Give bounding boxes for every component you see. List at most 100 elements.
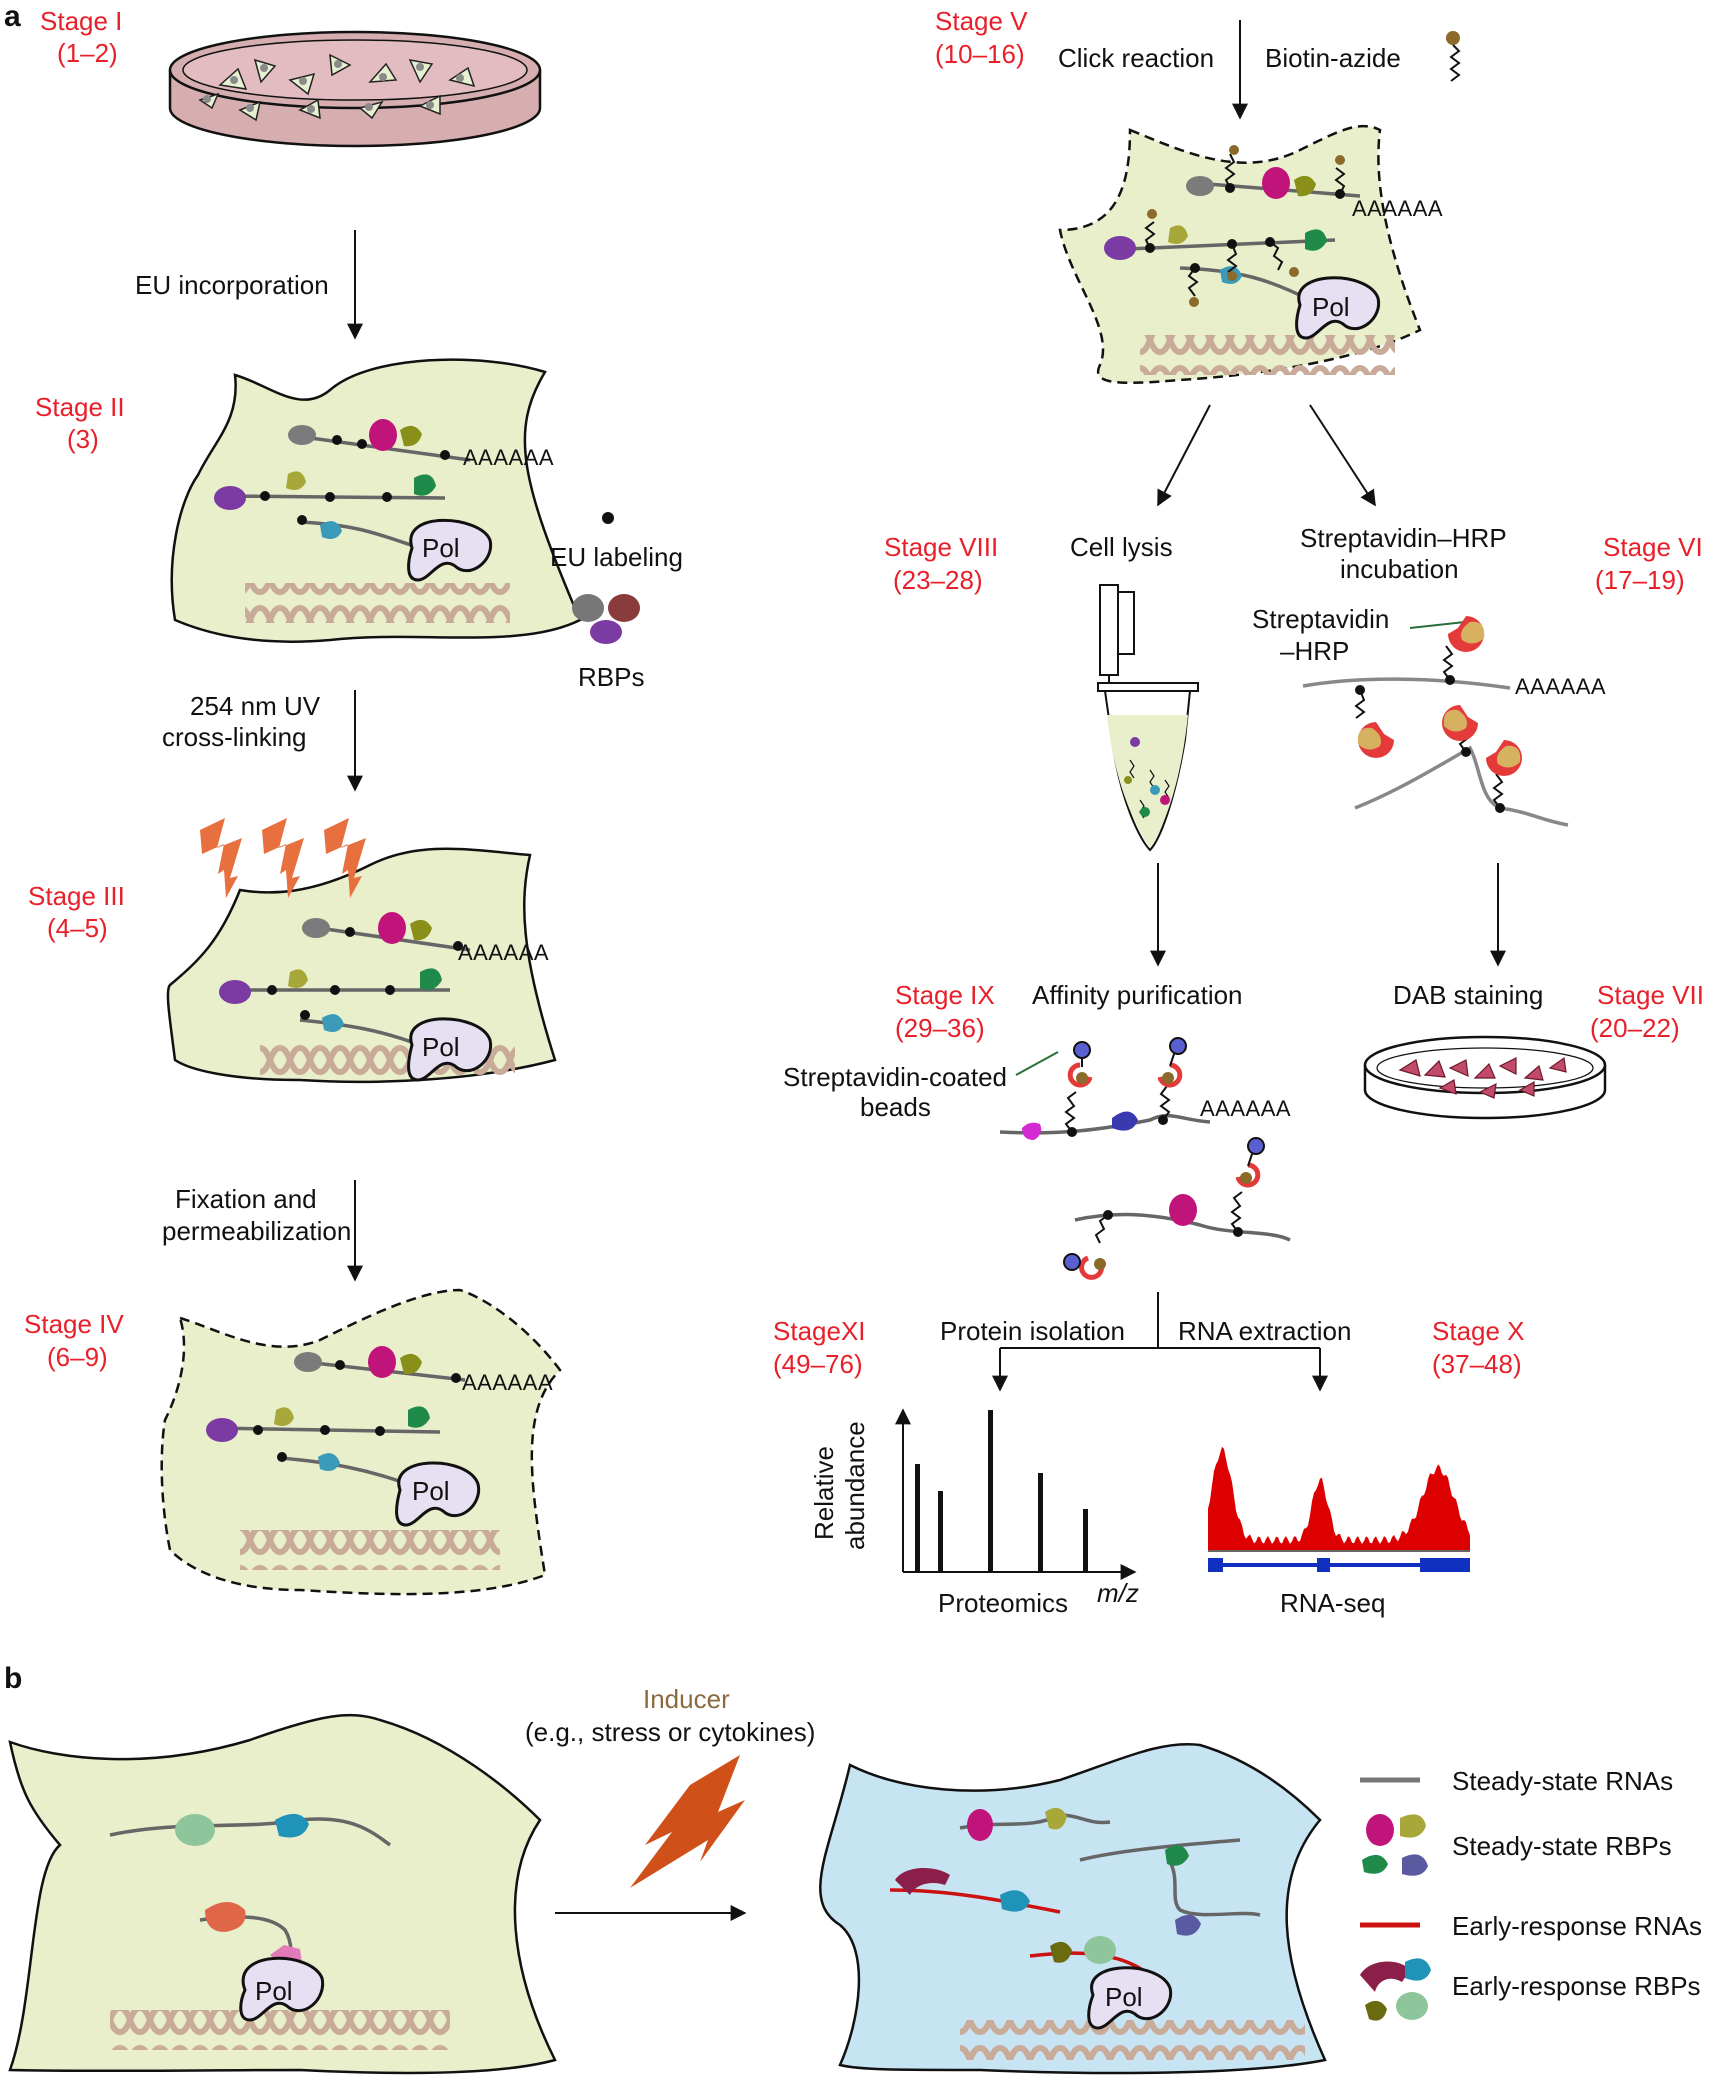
proteomics-xlabel: m/z	[1097, 1578, 1139, 1608]
proteomics-bar	[1038, 1473, 1043, 1572]
rnaseq-label: RNA-seq	[1280, 1588, 1385, 1618]
cell-steady-state: Pol	[8, 1713, 557, 2075]
beads-callout-line	[1015, 1051, 1059, 1076]
stage-11-steps: (49–76)	[773, 1349, 863, 1379]
cell-stage-2: Pol AAAAAA	[170, 358, 582, 643]
step-uv-1: 254 nm UV	[190, 691, 321, 721]
label-beads-b: beads	[860, 1092, 931, 1122]
pol-label-3: Pol	[422, 1032, 460, 1062]
cell-induced: Pol	[819, 1743, 1327, 2075]
polya-label-3: AAAAAA	[458, 940, 549, 965]
proteomics-bar	[988, 1410, 993, 1572]
proteomics-ylabel-1: Relative	[809, 1446, 839, 1540]
stage-3-name: Stage III	[28, 881, 125, 911]
step-strep-hrp-2: incubation	[1340, 554, 1459, 584]
stage-3-steps: (4–5)	[47, 913, 108, 943]
proteomics-plot	[895, 1408, 1137, 1580]
step-rna-extraction: RNA extraction	[1178, 1316, 1351, 1346]
stage-4-name: Stage IV	[24, 1309, 124, 1339]
stage-1-name: Stage I	[40, 6, 122, 36]
step-click-reaction: Click reaction	[1058, 43, 1214, 73]
step-fix-2: permeabilization	[162, 1216, 351, 1246]
stage-10-steps: (37–48)	[1432, 1349, 1522, 1379]
callout-line	[1409, 621, 1466, 629]
legend-early-rbp-swatch	[1360, 1958, 1431, 2021]
proteomics-label: Proteomics	[938, 1588, 1068, 1618]
arrow-lysis	[1157, 404, 1211, 507]
stage-8-name: Stage VIII	[884, 532, 998, 562]
pol-label-4: Pol	[412, 1476, 450, 1506]
stage-7-name: Stage VII	[1597, 980, 1704, 1010]
cell-stage-5: Pol AAAAAA	[1058, 124, 1443, 384]
stage-4-steps: (6–9)	[47, 1342, 108, 1372]
stage-2-name: Stage II	[35, 392, 125, 422]
biotin-azide-icon	[1446, 31, 1461, 82]
stage-11-name: StageXI	[773, 1316, 866, 1346]
rnaseq-track	[1208, 1446, 1470, 1572]
inducer-label: Inducer	[643, 1684, 730, 1714]
affinity-diagram: AAAAAA	[999, 1037, 1291, 1280]
legend-early-rbps: Early-response RBPs	[1452, 1971, 1701, 2001]
cell-stage-3: Pol AAAAAA	[166, 847, 557, 1085]
uv-lightning-icon	[200, 818, 366, 898]
step-strep-hrp-1: Streptavidin–HRP	[1300, 523, 1507, 553]
gene-exon-3	[1420, 1558, 1470, 1572]
stage-8-steps: (23–28)	[893, 565, 983, 595]
inducer-example: (e.g., stress or cytokines)	[525, 1717, 815, 1747]
proteomics-bar	[1083, 1509, 1088, 1572]
gene-exon-1	[1208, 1558, 1223, 1572]
stage-7-steps: (20–22)	[1590, 1013, 1680, 1043]
lysis-tube-icon	[1097, 584, 1199, 852]
legend-early-rnas: Early-response RNAs	[1452, 1911, 1702, 1941]
step-affinity-purification: Affinity purification	[1032, 980, 1243, 1010]
proteomics-bar	[915, 1464, 920, 1572]
stage-2-steps: (3)	[67, 424, 99, 454]
inducer-lightning-icon	[630, 1755, 745, 1888]
step-uv-2: cross-linking	[162, 722, 307, 752]
polya-label-9: AAAAAA	[1200, 1096, 1291, 1121]
arrow-hrp	[1309, 404, 1376, 507]
polya-label-6: AAAAAA	[1515, 674, 1606, 699]
step-dab-staining: DAB staining	[1393, 980, 1543, 1010]
cell-stage-4: Pol AAAAAA	[160, 1288, 562, 1596]
polya-label-5: AAAAAA	[1352, 196, 1443, 221]
stage-1-steps: (1–2)	[57, 38, 118, 68]
polya-label: AAAAAA	[463, 445, 554, 470]
stage-5-name: Stage V	[935, 6, 1028, 36]
dab-dish	[1363, 1035, 1607, 1120]
label-streptavidin-hrp-a: Streptavidin	[1252, 604, 1389, 634]
proteomics-ylabel-2: abundance	[840, 1421, 870, 1550]
proteomics-bar	[938, 1491, 943, 1572]
legend: Steady-state RNAs Steady-state RBPs Earl…	[1360, 1766, 1702, 2021]
legend-eu-labeling: EU labeling	[550, 542, 683, 572]
step-eu-incorporation: EU incorporation	[135, 270, 329, 300]
stage-5-steps: (10–16)	[935, 39, 1025, 69]
stage-9-steps: (29–36)	[895, 1013, 985, 1043]
pol-label-b1: Pol	[255, 1976, 293, 2006]
gene-exon-2	[1317, 1558, 1330, 1572]
eu-dot-icon	[602, 512, 614, 524]
stage-6-steps: (17–19)	[1595, 565, 1685, 595]
pol-label-b2: Pol	[1105, 1982, 1143, 2012]
pol-label-5: Pol	[1312, 292, 1350, 322]
rnaseq-coverage	[1208, 1446, 1470, 1550]
legend-steady-rbp-swatch	[1362, 1814, 1428, 1876]
legend-steady-rbps: Steady-state RBPs	[1452, 1831, 1672, 1861]
stage-10-name: Stage X	[1432, 1316, 1525, 1346]
rbps-icon	[572, 594, 640, 644]
panel-label-a: a	[4, 0, 21, 33]
stage-6-name: Stage VI	[1603, 532, 1703, 562]
panel-label-b: b	[4, 1662, 22, 1695]
step-protein-isolation: Protein isolation	[940, 1316, 1125, 1346]
culture-dish	[168, 30, 542, 148]
step-cell-lysis: Cell lysis	[1070, 532, 1173, 562]
step-fix-1: Fixation and	[175, 1184, 317, 1214]
step-biotin-azide: Biotin-azide	[1265, 43, 1401, 73]
label-streptavidin-hrp-b: –HRP	[1280, 636, 1349, 666]
stage-9-name: Stage IX	[895, 980, 995, 1010]
legend-steady-rnas: Steady-state RNAs	[1452, 1766, 1673, 1796]
polya-label-4: AAAAAA	[462, 1370, 553, 1395]
label-beads-a: Streptavidin-coated	[783, 1062, 1007, 1092]
hrp-rna-diagram: AAAAAA	[1302, 616, 1606, 827]
